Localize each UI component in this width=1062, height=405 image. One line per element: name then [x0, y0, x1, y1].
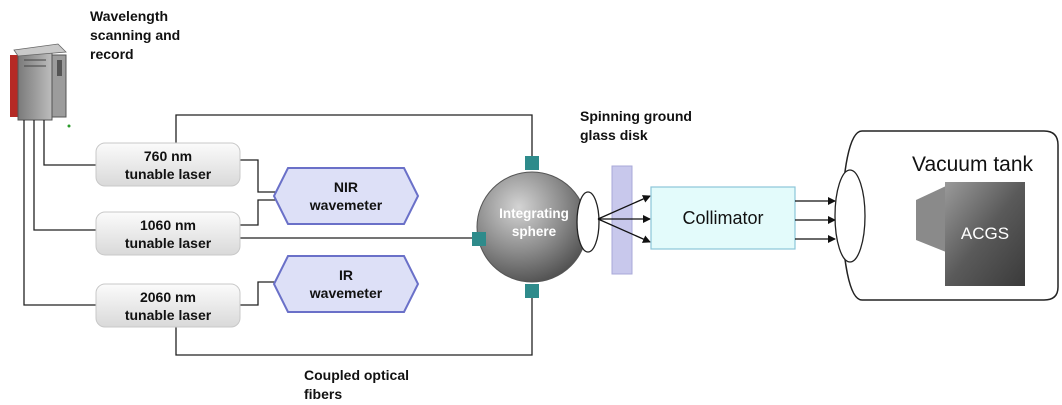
wavemeter-fibers	[240, 159, 276, 306]
ir-wavemeter-label: IR wavemeter	[309, 267, 383, 301]
vacuum-tank-label: Vacuum tank	[912, 153, 1034, 176]
disk-caption: Spinning ground glass disk	[580, 108, 692, 143]
laser-2060nm-label: 2060 nm tunable laser	[124, 288, 212, 323]
nir-wavemeter	[272, 167, 420, 225]
nir-wavemeter-label: NIR wavemeter	[309, 179, 383, 213]
fibers-caption: Coupled optical fibers	[304, 367, 409, 402]
computer-cables	[23, 120, 98, 306]
sphere-port-left	[472, 232, 486, 246]
laser-2060nm	[95, 283, 241, 328]
sphere-exit-lens	[576, 191, 600, 253]
collimated-beams	[795, 197, 836, 243]
spinning-disk	[611, 165, 633, 275]
acgs-label: ACGS	[960, 224, 1010, 243]
computer-caption: Wavelength scanning and record	[90, 8, 181, 62]
laser-1060nm-label: 1060 nm tunable laser	[124, 216, 212, 251]
collimator-box	[650, 186, 796, 250]
sphere-rays	[597, 195, 651, 243]
tank-window	[834, 169, 866, 263]
sphere-port-top	[525, 156, 539, 170]
laser-760nm	[95, 142, 241, 187]
computer-tower-icon	[10, 43, 71, 128]
laser-1060nm	[95, 211, 241, 256]
sphere-port-bottom	[525, 284, 539, 298]
laser-760nm-label: 760 nm tunable laser	[124, 147, 212, 182]
sphere-label: Integrating sphere	[499, 206, 569, 239]
collimator-label: Collimator	[682, 208, 764, 228]
ir-wavemeter	[272, 255, 420, 313]
acgs-camera-icon	[916, 182, 1025, 286]
coupled-optical-fibers	[175, 114, 533, 356]
